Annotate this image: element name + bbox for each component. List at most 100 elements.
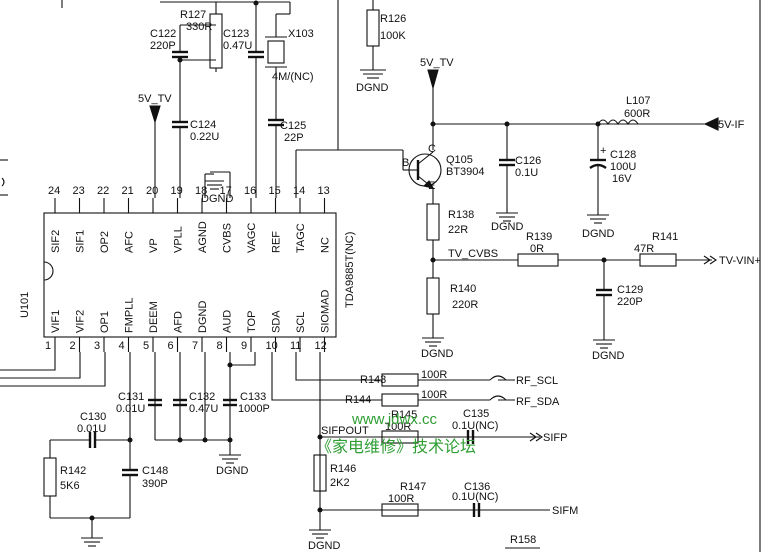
r140-value: 220R <box>452 299 478 311</box>
c126-ref: C126 <box>515 155 541 167</box>
ic-pin-name: VIF2 <box>75 310 87 333</box>
ic-pin-number: 7 <box>192 340 198 352</box>
r126-value: 100K <box>380 30 406 42</box>
r139-value: 0R <box>530 243 544 255</box>
r144-value: 100R <box>421 389 447 401</box>
ic-pin-number: 22 <box>97 185 109 197</box>
ic-pin-name: FMPLL <box>124 298 136 333</box>
tv-vin-label: TV-VIN+ <box>719 255 761 267</box>
r145-body <box>381 430 419 444</box>
r146-ref: R146 <box>330 463 356 475</box>
r138-value: 22R <box>448 224 468 236</box>
arrow-icon <box>422 180 435 189</box>
ic-pin-number: 20 <box>146 185 158 197</box>
c128-value: 100U <box>610 161 636 173</box>
r126-body <box>366 9 380 47</box>
c129-ref: C129 <box>617 284 643 296</box>
ic-pin-number: 9 <box>241 340 247 352</box>
dgnd-label: DGND <box>216 465 248 477</box>
ic-pin-number: 8 <box>217 340 223 352</box>
r144-body <box>381 393 419 407</box>
ic-pin-number: 4 <box>119 340 125 352</box>
c148-ref: C148 <box>142 465 168 477</box>
ic-pin-number: 14 <box>293 185 305 197</box>
c128-voltage: 16V <box>612 173 632 185</box>
c132-ref: C132 <box>189 391 215 403</box>
ic-notch <box>43 261 54 281</box>
r141-ref: R141 <box>652 231 678 243</box>
r144-ref: R144 <box>345 394 371 406</box>
r158-ref: R158 <box>510 534 536 546</box>
dgnd-label: DGND <box>421 348 453 360</box>
rf-scl-label: RF_SCL <box>516 375 558 387</box>
r147-value: 100R <box>388 493 414 505</box>
r138-ref: R138 <box>448 209 474 221</box>
r143-value: 100R <box>421 369 447 381</box>
c130-ref: C130 <box>80 411 106 423</box>
junction-dot <box>253 0 259 6</box>
ic-pin-number: 16 <box>244 185 256 197</box>
ic-pin-name: SIF2 <box>50 230 62 253</box>
wire <box>271 352 382 401</box>
ic-pin-name: SIF1 <box>75 230 87 253</box>
r140-body <box>426 277 440 315</box>
x103-value: 4M/(NC) <box>272 71 314 83</box>
power-arrow-icon <box>703 117 719 131</box>
ic-pin-number: 18 <box>195 185 207 197</box>
q105-value: BT3904 <box>446 166 485 178</box>
ic-pin-name: SDA <box>271 310 283 333</box>
c132-value: 0.47U <box>189 403 218 415</box>
c136-ref: C136 <box>464 481 490 493</box>
ic-pin-name: VIF1 <box>50 310 62 333</box>
ic-pin-number: 15 <box>269 185 281 197</box>
wire <box>295 352 382 381</box>
c123-ref: C123 <box>223 28 249 40</box>
sifm-label: SIFM <box>552 505 578 517</box>
dgnd-label: DGND <box>491 221 523 233</box>
x103-body <box>267 40 285 64</box>
q105-pin-e: E <box>428 180 435 192</box>
wire <box>0 352 106 387</box>
wire <box>489 375 507 381</box>
c131-ref: C131 <box>118 391 144 403</box>
wire <box>489 395 507 401</box>
r146-value: 2K2 <box>330 477 350 489</box>
ic-pin-name: REF <box>271 231 283 253</box>
q-5v-label: 5V_TV <box>420 57 454 69</box>
q105-pin-b: B <box>402 157 409 169</box>
r140-ref: R140 <box>450 283 476 295</box>
ic-ref-label: U101 <box>19 292 31 318</box>
c126-value: 0.1U <box>515 167 538 179</box>
ic-pin-name: TAGC <box>295 223 307 253</box>
r142-ref: R142 <box>60 465 86 477</box>
watermark-url: www.jdwx.cc <box>351 411 438 428</box>
ic-pin-number: 3 <box>94 340 100 352</box>
ic-pin-number: 6 <box>168 340 174 352</box>
wire <box>0 352 56 371</box>
c133-ref: C133 <box>240 391 266 403</box>
dgnd-label: DGND <box>308 540 340 552</box>
ic-pin-name: VAGC <box>246 223 258 253</box>
plus-sign: + <box>600 145 606 157</box>
tv-cvbs-label: TV_CVBS <box>448 248 498 260</box>
r145-value: 100R <box>385 421 411 433</box>
ic-pin-name: AGND <box>197 221 209 253</box>
r145-ref: R145 <box>391 409 417 421</box>
dgnd-label: DGND <box>592 350 624 362</box>
vp-5v-label: 5V_TV <box>138 93 172 105</box>
c124-value: 0.22U <box>190 131 219 143</box>
arrow-icon <box>709 255 717 265</box>
ic-pin-number: 11 <box>290 340 301 352</box>
l107-coil <box>597 119 639 126</box>
c130-value: 0.01U <box>77 423 106 435</box>
sifpout-label: SIFPOUT <box>321 425 369 437</box>
r147-body <box>381 503 419 517</box>
r127-value: 330R <box>186 21 212 33</box>
r141-body <box>639 253 677 267</box>
ic-pin-name: VPLL <box>173 226 185 253</box>
c125-value: 22P <box>284 132 304 144</box>
c135-ref: C135 <box>463 408 489 420</box>
arrow-icon <box>703 255 711 265</box>
ic-pin-number: 23 <box>73 185 85 197</box>
